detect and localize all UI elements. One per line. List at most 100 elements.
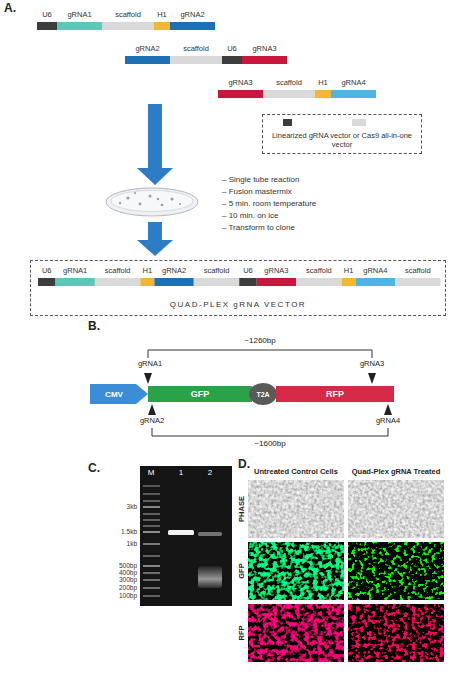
step-text: – Transform to clone [222,224,295,233]
guide-label: gRNA4 [376,417,400,425]
rfp-image [348,604,444,662]
rfp-image [248,604,344,662]
bracket-label: ~1600bp [254,440,285,449]
panel-letter: C. [88,462,100,475]
segment-label: scaffold [115,11,141,19]
size-label: 200bp [119,584,137,591]
size-label: 400bp [119,569,137,576]
dna-segment [356,278,395,286]
cut-marker [384,404,392,415]
segment-label: scaffold [276,79,302,87]
dna-segment [57,22,102,30]
step-text: – Single tube reaction [222,176,299,185]
gel-band [168,530,194,535]
size-bracket [148,350,372,358]
dna-segment [170,56,222,64]
gene-bar: RFP [276,386,394,402]
dna-segment [194,278,240,286]
node-fill [148,386,252,402]
process-arrow [137,222,173,256]
ladder-bands [143,486,160,596]
size-label: 300bp [119,576,137,583]
column-header: Quad-Plex gRNA Treated [352,468,441,476]
dna-segment [342,278,356,286]
row-label: RFP [238,626,246,641]
segment-label: U6 [42,267,52,275]
lane-label: 1 [179,469,183,478]
node-fill [90,384,148,404]
dna-segment [170,22,215,30]
dna-segment [56,278,95,286]
phase-image [248,480,344,538]
node-fill [276,386,394,402]
gfp-image [248,542,344,600]
dna-segment [315,90,331,98]
dna-segment [218,90,263,98]
dna-segment [239,278,257,286]
node-text: CMV [105,390,123,399]
row-label: GFP [238,563,246,578]
gel-image [140,466,232,606]
dna-segment [242,56,287,64]
column-header: Untreated Control Cells [254,468,338,476]
guide-label: gRNA3 [360,360,384,368]
segment-label: gRNA2 [135,45,159,53]
segment-label: gRNA4 [363,267,387,275]
segment-label: gRNA2 [180,11,204,19]
node-fill [249,383,277,405]
gene-bar: GFP [148,386,252,402]
gel-band [198,532,222,536]
segment-label: scaffold [183,45,209,53]
segment-label: scaffold [306,267,332,275]
row-label: PHASE [238,496,246,522]
dna-segment [125,56,170,64]
dna-segment [296,278,342,286]
dna-segment [395,278,441,286]
dna-segment [331,90,376,98]
segment-label: gRNA1 [67,11,91,19]
node-text: GFP [191,389,210,399]
process-arrow [137,104,173,185]
dna-segment [38,278,56,286]
segment-label: gRNA3 [264,267,288,275]
segment-label: H1 [157,11,167,19]
dish-colonies [119,192,181,206]
cut-marker [144,373,152,384]
dna-segment [37,22,57,30]
guide-label: gRNA1 [138,360,162,368]
dna-segment [140,278,154,286]
step-text: – 5 min. room temperature [222,200,316,209]
phase-image [348,480,444,538]
node-text: QUAD-PLEX gRNA VECTOR [170,300,306,309]
segment-label: gRNA3 [252,45,276,53]
segment-label: gRNA2 [162,267,186,275]
dna-segment [95,278,141,286]
size-label: 500bp [119,562,137,569]
cut-marker [148,404,156,415]
petri-dish [106,188,198,216]
segment-label: gRNA3 [228,79,252,87]
cut-marker [368,373,376,384]
gfp-image [348,542,444,600]
gel-smear [198,566,222,588]
size-label: 3kb [127,503,137,510]
segment-label: H1 [344,267,354,275]
vector-box: Linearized gRNA vector or Cas9 all-in-on… [262,114,422,154]
size-label: 1kb [127,540,137,547]
dna-segment [102,22,154,30]
segment-label: U6 [42,11,52,19]
node-text: RFP [326,389,344,399]
scaffold-swatch [352,119,366,126]
segment-label: U6 [243,267,253,275]
segment-label: scaffold [204,267,230,275]
dna-segment [257,278,296,286]
panel-letter: D. [238,458,250,471]
node-text: Linearized gRNA vector or Cas9 all-in-on… [269,131,415,149]
segment-label: U6 [227,45,237,53]
dna-segment [154,22,170,30]
promoter-arrow: CMV [90,384,148,404]
panel-letter: A. [4,2,16,15]
petri-dish-inner [111,191,193,212]
